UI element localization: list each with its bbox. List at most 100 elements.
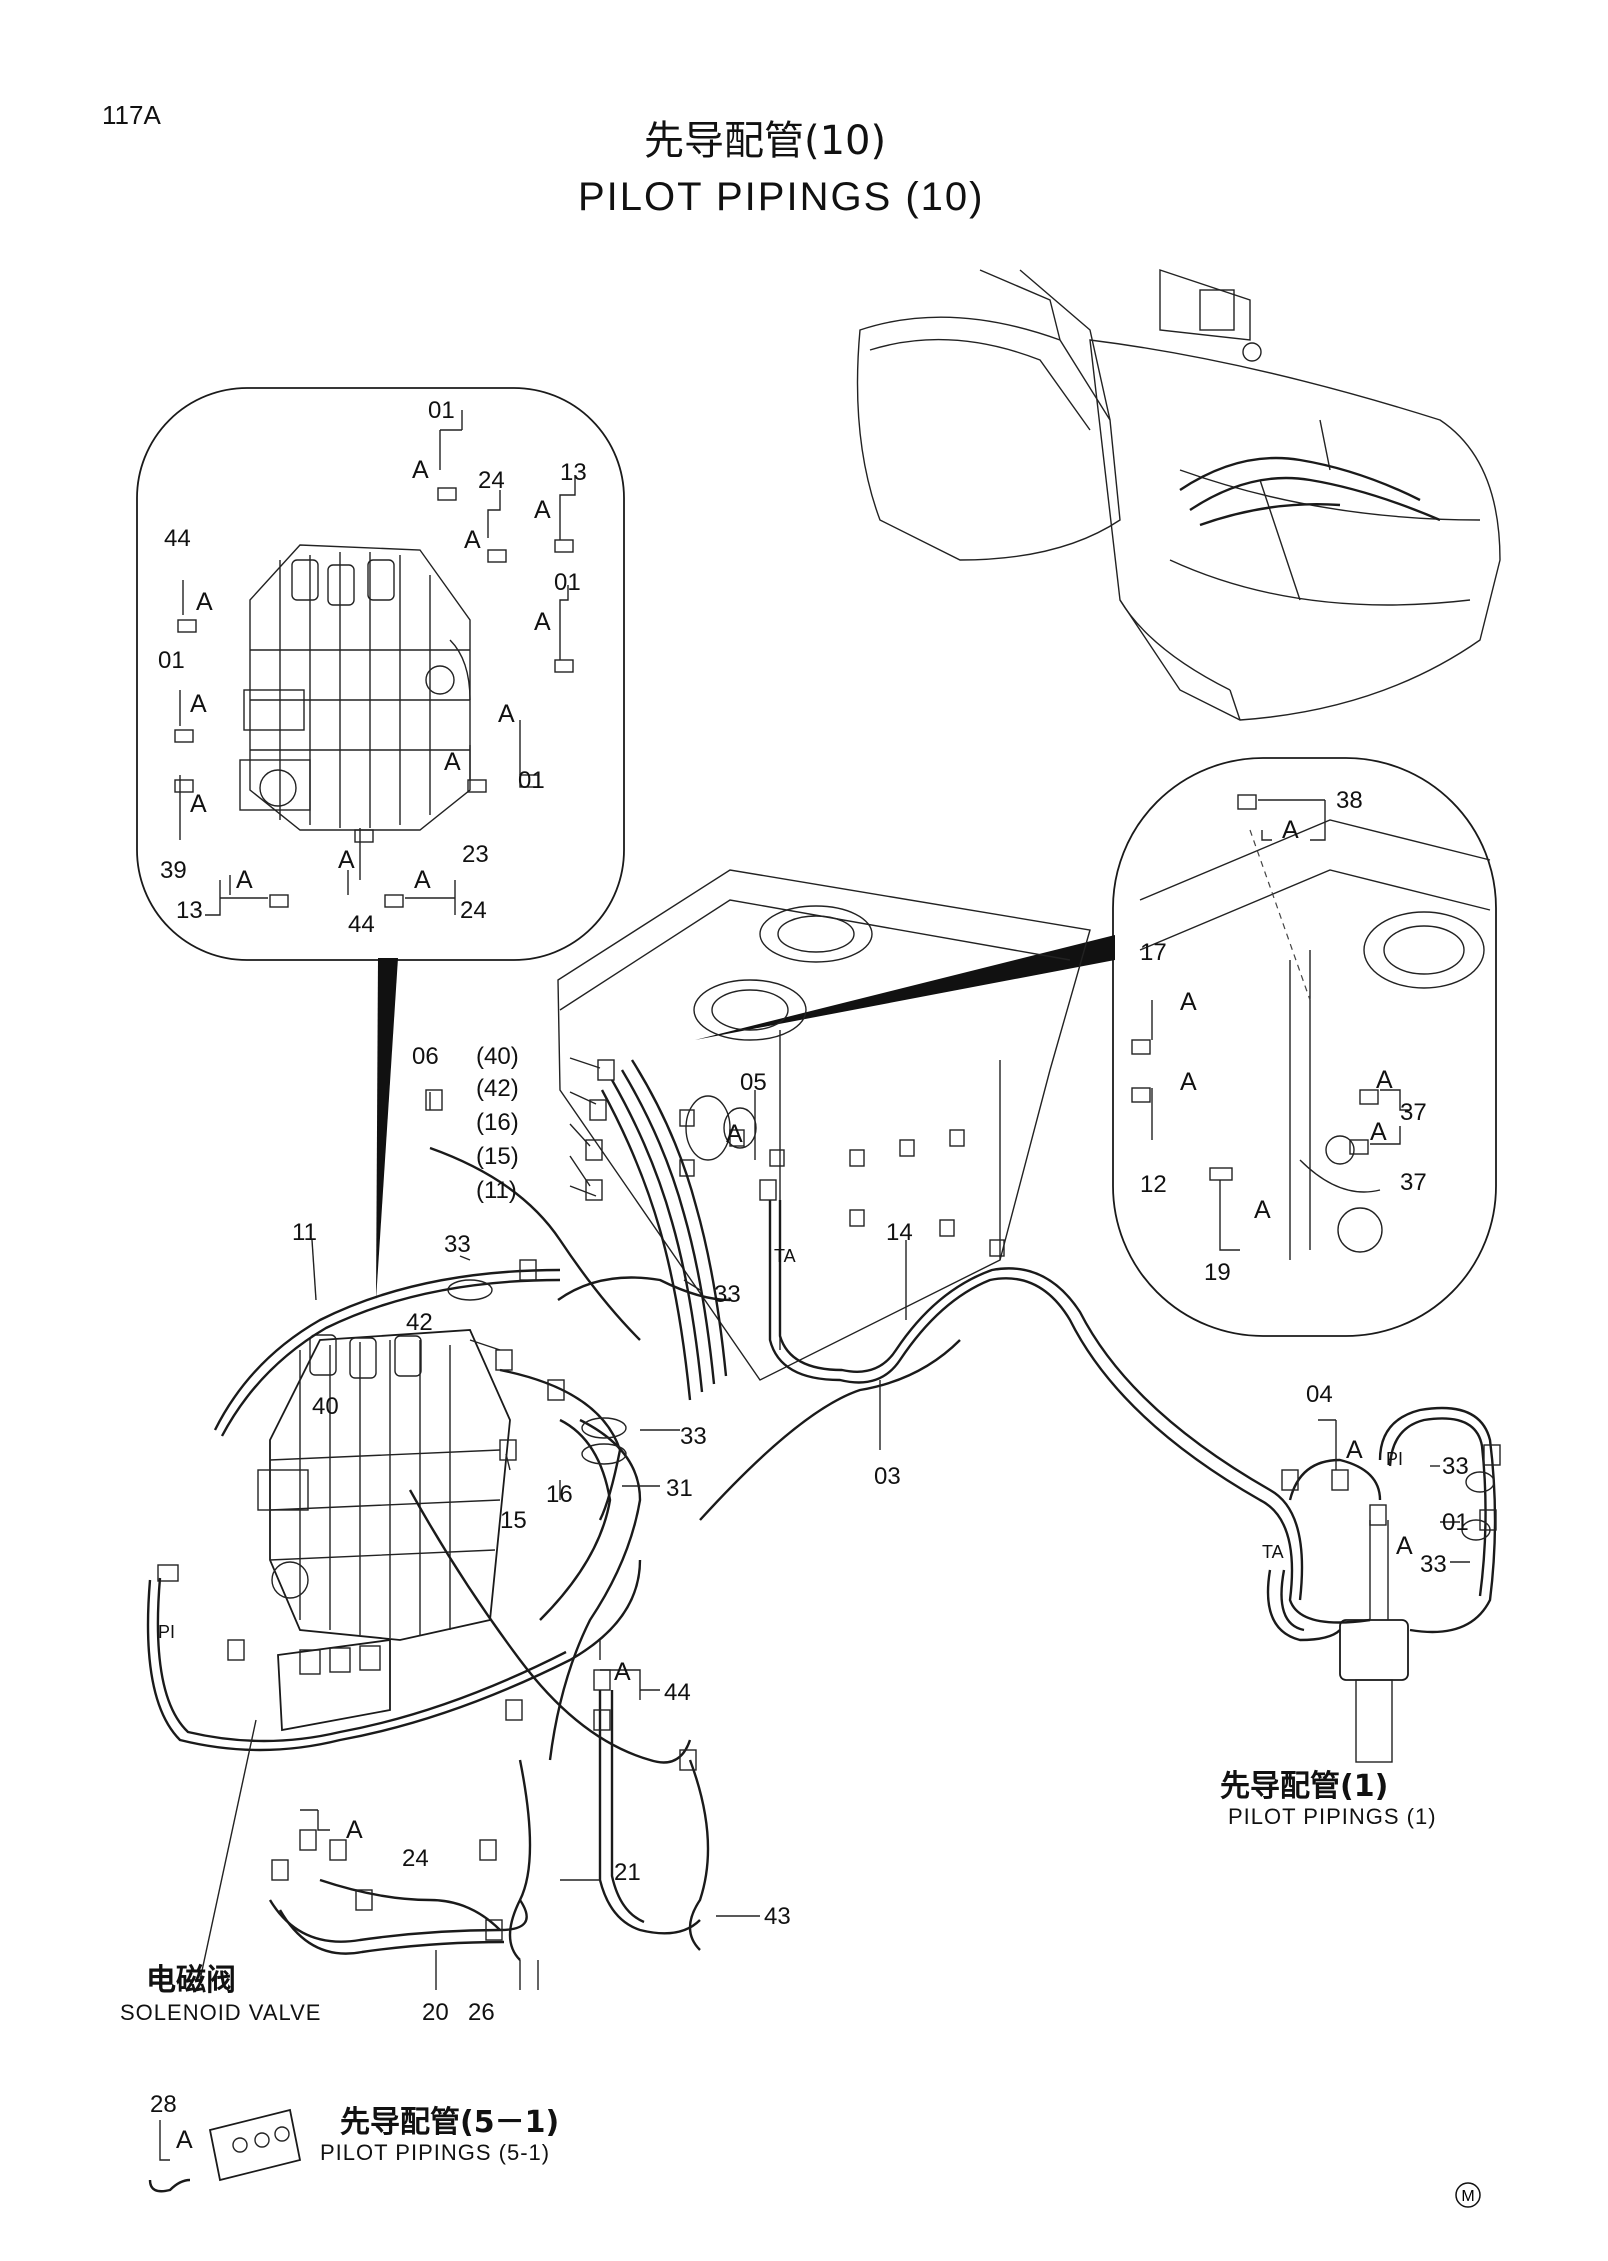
callout: 33 — [1420, 1551, 1447, 1578]
callout: 01 — [428, 397, 455, 424]
callout: 19 — [1204, 1259, 1231, 1286]
callout: 03 — [874, 1463, 901, 1490]
mark-a: A — [1254, 1196, 1271, 1224]
callout: 23 — [462, 841, 489, 868]
title-en: PILOT PIPINGS (10) — [578, 175, 985, 219]
mark-a: A — [464, 526, 481, 554]
callout: 01 — [158, 647, 185, 674]
mark-a: A — [190, 690, 207, 718]
pipe-fittings — [157, 1059, 1501, 1941]
mark-a: A — [338, 846, 355, 874]
port-pi: PI — [158, 1622, 175, 1642]
callout: 31 — [666, 1475, 693, 1502]
mark-a: A — [196, 588, 213, 616]
page-number: 117A — [102, 100, 161, 130]
callout: (11) — [476, 1177, 517, 1204]
title-cn: 先导配管(10) — [644, 118, 886, 164]
callout: 01 — [518, 767, 545, 794]
mark-a: A — [444, 748, 461, 776]
mark-a: A — [236, 866, 253, 894]
callout: 28 — [150, 2091, 177, 2118]
callout: 13 — [176, 897, 203, 924]
leader-lines — [159, 1057, 1470, 2161]
mark-a: A — [614, 1658, 631, 1686]
mark-a: A — [1282, 816, 1299, 844]
machine-overview-sketch — [856, 269, 1501, 721]
callout: 38 — [1336, 787, 1363, 814]
callout: 42 — [406, 1309, 433, 1336]
callout: 24 — [460, 897, 487, 924]
mark-a: A — [1370, 1118, 1387, 1146]
mark-a: A — [346, 1816, 363, 1844]
page-mark: M — [1455, 2182, 1481, 2208]
callout: 11 — [292, 1219, 317, 1246]
pilot51-block-sketch — [148, 2108, 302, 2193]
ref-pilot1-en: PILOT PIPINGS (1) — [1228, 1804, 1437, 1829]
detail-bubble-valve-fittings: A A A A A A A A A A A A 01 24 13 44 01 0… — [136, 387, 625, 1300]
solenoid-en: SOLENOID VALVE — [120, 2000, 321, 2025]
callout: 13 — [560, 459, 587, 486]
control-valve — [257, 1329, 511, 1641]
mark-a: A — [412, 456, 429, 484]
callout: 01 — [1442, 1509, 1469, 1536]
callout: 05 — [740, 1069, 767, 1096]
callout: 24 — [478, 467, 505, 494]
ref-pilot51-cn: 先导配管(5－1) — [340, 2105, 559, 2140]
callout: 33 — [1442, 1453, 1469, 1480]
callout: 17 — [1140, 939, 1167, 966]
solenoid-cn: 电磁阀 — [146, 1963, 236, 1998]
callout: 39 — [160, 857, 187, 884]
callout: 44 — [348, 911, 375, 938]
callout: (15) — [476, 1143, 519, 1170]
callout: 33 — [444, 1231, 471, 1258]
callout: 40 — [312, 1393, 339, 1420]
callout: 43 — [764, 1903, 791, 1930]
mark-a: A — [1180, 1068, 1197, 1096]
mark-a: A — [534, 608, 551, 636]
main-callouts: (40) (42) (16) (15) (11) 06 05 14 11 33 … — [150, 1043, 1469, 2118]
detail-bubble-tank-fittings: A A A A A A 38 17 37 12 37 19 — [695, 757, 1497, 1337]
mark-a: A — [498, 700, 515, 728]
callout: 24 — [402, 1845, 429, 1872]
svg-text:M: M — [1461, 2188, 1474, 2205]
callout: (16) — [476, 1109, 519, 1136]
callout: 14 — [886, 1219, 913, 1246]
mark-a: A — [1376, 1066, 1393, 1094]
mark-a: A — [1396, 1532, 1413, 1560]
callout: 04 — [1306, 1381, 1333, 1408]
mark-a: A — [190, 790, 207, 818]
callout: 12 — [1140, 1171, 1167, 1198]
port-pi: PI — [1386, 1449, 1403, 1469]
callout: 15 — [500, 1507, 527, 1534]
pilot-filter — [1339, 1520, 1409, 1763]
callout: 33 — [680, 1423, 707, 1450]
callout: (42) — [476, 1075, 519, 1102]
callout: 16 — [546, 1481, 573, 1508]
hydraulic-tank — [557, 869, 1091, 1381]
port-ta: TA — [1262, 1542, 1284, 1562]
ref-pilot51-en: PILOT PIPINGS (5-1) — [320, 2140, 550, 2165]
mark-a: A — [414, 866, 431, 894]
callout: 21 — [614, 1859, 641, 1886]
port-ta: TA — [774, 1246, 796, 1266]
ref-pilot1-cn: 先导配管(1) — [1220, 1769, 1388, 1804]
callout: 20 — [422, 1999, 449, 2026]
mark-a: A — [1180, 988, 1197, 1016]
callout: 01 — [554, 569, 581, 596]
callout: 44 — [164, 525, 191, 552]
callout: 37 — [1400, 1099, 1427, 1126]
mark-a: A — [534, 496, 551, 524]
callout: 33 — [714, 1281, 741, 1308]
a-markers: A A A A A A — [176, 1120, 1413, 2154]
mark-a: A — [726, 1120, 743, 1148]
callout: (40) — [476, 1043, 519, 1070]
callout: 44 — [664, 1679, 691, 1706]
pilot-hoses — [146, 1059, 1497, 1961]
solenoid-valve — [277, 1638, 391, 1732]
callout: 06 — [412, 1043, 439, 1070]
mark-a: A — [1346, 1436, 1363, 1464]
mark-a: A — [176, 2126, 193, 2154]
callout: 37 — [1400, 1169, 1427, 1196]
callout: 26 — [468, 1999, 495, 2026]
